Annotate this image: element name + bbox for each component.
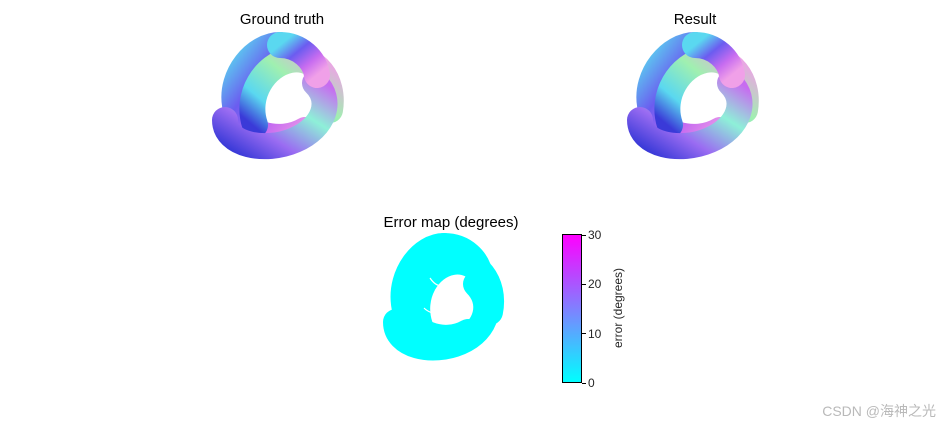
colorbar xyxy=(562,234,582,383)
result-title: Result xyxy=(673,11,717,28)
colorbar-tick-mark xyxy=(582,283,586,285)
colorbar-tick-label: 20 xyxy=(588,277,602,292)
colorbar-tick-mark xyxy=(582,382,586,384)
colorbar-tick-label: 10 xyxy=(588,326,602,341)
error-map-title: Error map (degrees) xyxy=(383,214,519,231)
colorbar-tick-label: 0 xyxy=(588,376,595,390)
colorbar-label: error (degrees) xyxy=(611,267,625,349)
colorbar-tick-mark xyxy=(582,333,586,335)
watermark: CSDN @海神之光 xyxy=(822,403,936,419)
colorbar-tick-mark xyxy=(582,234,586,236)
ground-truth-knot-image xyxy=(212,32,344,160)
error-map-knot-image xyxy=(383,233,505,361)
ground-truth-title: Ground truth xyxy=(239,11,325,28)
result-knot-image xyxy=(627,32,759,160)
colorbar-tick-label: 30 xyxy=(588,228,602,242)
